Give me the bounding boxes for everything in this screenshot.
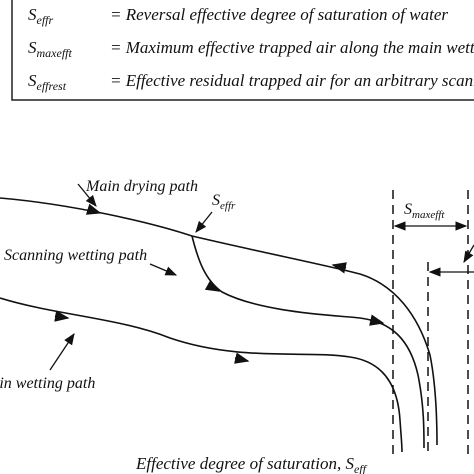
x-axis-label: Effective degree of saturation, Seff bbox=[135, 454, 368, 474]
legend-symbol-seffr: S bbox=[28, 5, 37, 24]
smaxefft-label: Smaxefft bbox=[404, 201, 445, 221]
main-drying-label: Main drying path bbox=[85, 178, 198, 195]
scanning-arrow-1 bbox=[204, 279, 221, 292]
legend-row-2: Smaxefft = Maximum effective trapped air … bbox=[28, 38, 474, 60]
seffr-sub: effr bbox=[220, 200, 236, 212]
main-wetting-curve bbox=[0, 297, 403, 453]
legend-desc-seffr: = Reversal effective degree of saturatio… bbox=[110, 5, 448, 24]
seffrest-pointer bbox=[463, 244, 474, 264]
legend-sub-seffr: effr bbox=[37, 13, 54, 27]
scanning-wetting-curve bbox=[191, 235, 425, 449]
legend-row-1: Seffr = Reversal effective degree of satu… bbox=[28, 5, 448, 27]
scanning-wetting-label: Scanning wetting path bbox=[4, 247, 147, 264]
legend-desc-smaxefft: = Maximum effective trapped air along th… bbox=[110, 38, 474, 57]
legend-sub-seffrest: effrest bbox=[37, 79, 67, 93]
legend-desc-seffrest: = Effective residual trapped air for an … bbox=[110, 71, 474, 90]
drying-arrow-2 bbox=[331, 262, 347, 274]
seffr-symbol: S bbox=[212, 192, 220, 209]
legend-box: Seffr = Reversal effective degree of satu… bbox=[11, 0, 474, 101]
scanning-arrow-2 bbox=[369, 314, 385, 326]
legend-symbol-smaxefft: S bbox=[28, 38, 37, 57]
drying-arrow-1 bbox=[85, 203, 102, 215]
legend-symbol-seffrest: S bbox=[28, 71, 37, 90]
wetting-arrow-2 bbox=[234, 352, 250, 364]
legend-sub-smaxefft: maxefft bbox=[37, 46, 73, 60]
seffr-pointer bbox=[195, 211, 213, 233]
main-wetting-pointer bbox=[49, 333, 75, 371]
legend-frame bbox=[11, 0, 474, 101]
scanning-wetting-pointer bbox=[149, 263, 178, 276]
smaxefft-symbol: S bbox=[404, 201, 412, 218]
seffr-label: Seffr bbox=[212, 192, 236, 212]
main-drying-curve bbox=[0, 197, 438, 446]
main-drying-pointer bbox=[77, 183, 97, 207]
main-wetting-label: Main wetting path bbox=[0, 375, 95, 392]
legend-row-3: Seffrest = Effective residual trapped air… bbox=[28, 71, 474, 93]
x-axis-label-sub: eff bbox=[354, 462, 368, 474]
wetting-arrow-1 bbox=[54, 310, 70, 322]
x-axis-label-text: Effective degree of saturation, S bbox=[135, 454, 354, 473]
smaxefft-sub: maxefft bbox=[412, 209, 445, 221]
